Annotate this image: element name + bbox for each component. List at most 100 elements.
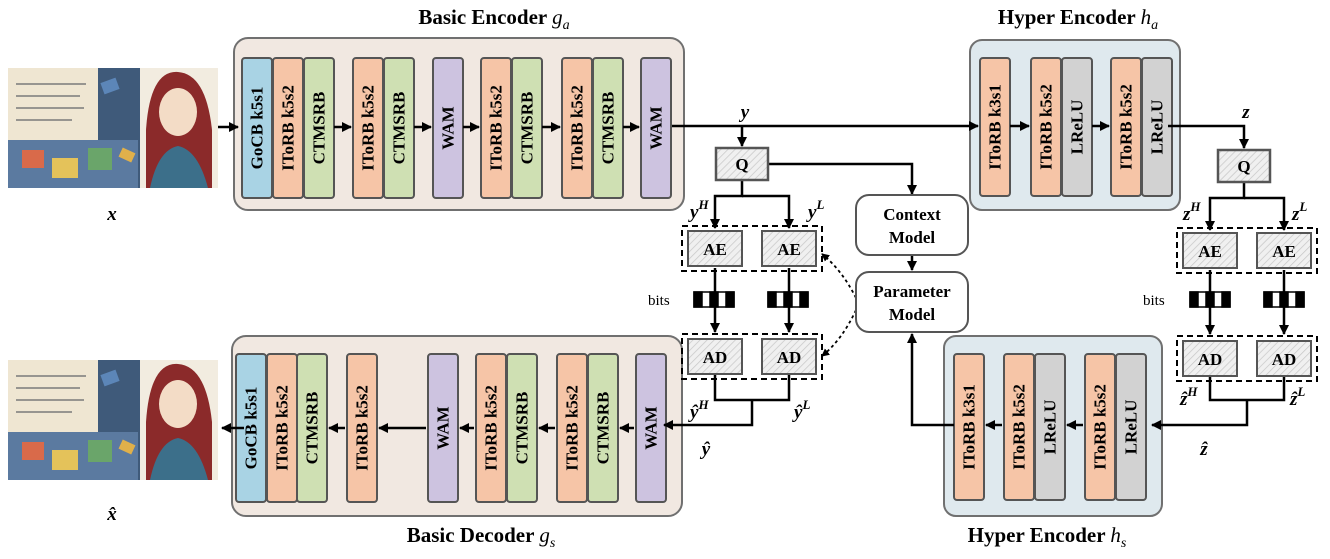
hyper-encoder-top-title: Hyper Encoder ha (998, 5, 1158, 33)
dec-block-ctmsrb (296, 353, 328, 503)
dec-block-ctmsrb (587, 353, 619, 503)
henc-block-label: IToRB k5s2 (1117, 84, 1136, 170)
entropy-params-links (821, 253, 857, 357)
y-l-label: yL (806, 197, 824, 223)
bitstream-icon-yl (767, 291, 809, 308)
dec-block-label: IToRB k5s2 (563, 385, 582, 471)
ae-yl (761, 230, 817, 267)
ae-zl (1256, 232, 1312, 269)
enc-block-label: CTMSRB (599, 92, 618, 165)
hdec-block-label: IToRB k3s1 (960, 384, 979, 470)
block-arrows (328, 121, 1110, 433)
quantizer-y-label: Q (735, 155, 748, 174)
dec-block-label: CTMSRB (513, 392, 532, 465)
dec-block-label: GoCB k5s1 (242, 387, 261, 470)
bitstream-icon-yh (693, 291, 735, 308)
output-image (8, 360, 218, 480)
parameter-model (855, 271, 969, 333)
hyper-encoder-bottom-title: Hyper Encoder hs (968, 523, 1127, 551)
dec-block-label: CTMSRB (303, 392, 322, 465)
ad-yh (687, 338, 743, 375)
ad-yl-label: AD (777, 348, 802, 367)
x-hat-label: x̂ (106, 504, 117, 525)
z-hat-label: ẑ (1199, 439, 1208, 460)
dec-block-label: IToRB k5s2 (273, 385, 292, 471)
ae-yh (687, 230, 743, 267)
ae-zh (1182, 232, 1238, 269)
enc-block-wam (640, 57, 672, 199)
dec-block-itorb-k5s2 (346, 353, 378, 503)
y-hat-label: ŷ (700, 439, 711, 460)
hdec-block-lrelu (1034, 353, 1066, 501)
codec-group-ad-right (1176, 335, 1318, 382)
enc-block-label: WAM (439, 106, 458, 149)
ad-yh-label: AD (703, 348, 728, 367)
ad-yl (761, 338, 817, 375)
basic-encoder-title: Basic Encoder ga (418, 5, 569, 33)
quantizer-y (714, 146, 770, 182)
henc-block-label: LReLU (1148, 100, 1167, 155)
y-label: y (739, 102, 750, 123)
enc-block-label: CTMSRB (310, 92, 329, 165)
z-h-label: zH (1182, 199, 1201, 225)
ad-zh-label: AD (1198, 350, 1223, 369)
dec-block-label: IToRB k5s2 (482, 385, 501, 471)
basic-decoder-title: Basic Decoder gs (407, 523, 556, 551)
enc-block-label: IToRB k5s2 (568, 85, 587, 171)
enc-block-label: WAM (647, 106, 666, 149)
y-hat-l-label: ŷL (792, 397, 810, 423)
quantizer-z-label: Q (1237, 157, 1250, 176)
henc-block-label: IToRB k3s1 (986, 84, 1005, 170)
bitstream-icon-zl (1263, 291, 1305, 308)
context-model-label-2: Model (889, 228, 936, 247)
hyper-decoder-blocks: IToRB k3s1 IToRB k5s2 LReLU IToRB k5s2 LReLU (953, 353, 1147, 501)
ad-zl (1256, 340, 1312, 377)
quantizer-z (1216, 148, 1272, 184)
codec-group-ae-left (681, 225, 823, 272)
ad-zl-label: AD (1272, 350, 1297, 369)
parameter-model-label-2: Model (889, 305, 936, 324)
hdec-block-label: IToRB k5s2 (1010, 384, 1029, 470)
encoder-blocks: GoCB k5s1 IToRB k5s2 CTMSRB IToRB k5s2 CTMSR… (241, 57, 672, 199)
enc-block-label: IToRB k5s2 (487, 85, 506, 171)
hdec-block-itorb-k3s1 (953, 353, 985, 501)
y-h-label: yH (688, 197, 709, 223)
ae-zh-label: AE (1198, 242, 1222, 261)
hdec-block-lrelu (1115, 353, 1147, 501)
z-label: z (1241, 102, 1250, 123)
y-hat-h-label: ŷH (688, 397, 709, 423)
hdec-block-label: IToRB k5s2 (1091, 384, 1110, 470)
decoder-blocks: GoCB k5s1 IToRB k5s2 CTMSRB IToRB k5s2 WAM IT… (235, 353, 667, 503)
enc-block-label: IToRB k5s2 (359, 85, 378, 171)
input-image (8, 68, 218, 188)
enc-block-label: CTMSRB (518, 92, 537, 165)
ae-yh-label: AE (703, 240, 727, 259)
codec-group-ad-left (681, 333, 823, 380)
bits-label-right: bits (1143, 293, 1165, 309)
ad-zh (1182, 340, 1238, 377)
dec-block-label: CTMSRB (594, 392, 613, 465)
z-l-label: zL (1291, 199, 1307, 225)
enc-block-label: GoCB k5s1 (248, 87, 267, 170)
hdec-block-label: LReLU (1041, 400, 1060, 455)
ae-zl-label: AE (1272, 242, 1296, 261)
dec-block-label: WAM (642, 406, 661, 449)
dec-block-label: WAM (434, 406, 453, 449)
hdec-block-label: LReLU (1122, 400, 1141, 455)
z-hat-l-label: ẑL (1289, 384, 1305, 410)
enc-block-label: IToRB k5s2 (279, 85, 298, 171)
codec-group-ae-right (1176, 227, 1318, 274)
enc-block-label: CTMSRB (390, 92, 409, 165)
bitstream-icon-zh (1189, 291, 1231, 308)
context-model (855, 194, 969, 256)
bits-label-left: bits (648, 293, 670, 309)
dec-block-label: IToRB k5s2 (353, 385, 372, 471)
x-label: x (106, 204, 117, 225)
context-model-label: Context (883, 205, 941, 224)
henc-block-label: IToRB k5s2 (1037, 84, 1056, 170)
connections (218, 121, 1289, 433)
z-hat-h-label: ẑH (1179, 384, 1198, 410)
dec-block-ctmsrb (506, 353, 538, 503)
